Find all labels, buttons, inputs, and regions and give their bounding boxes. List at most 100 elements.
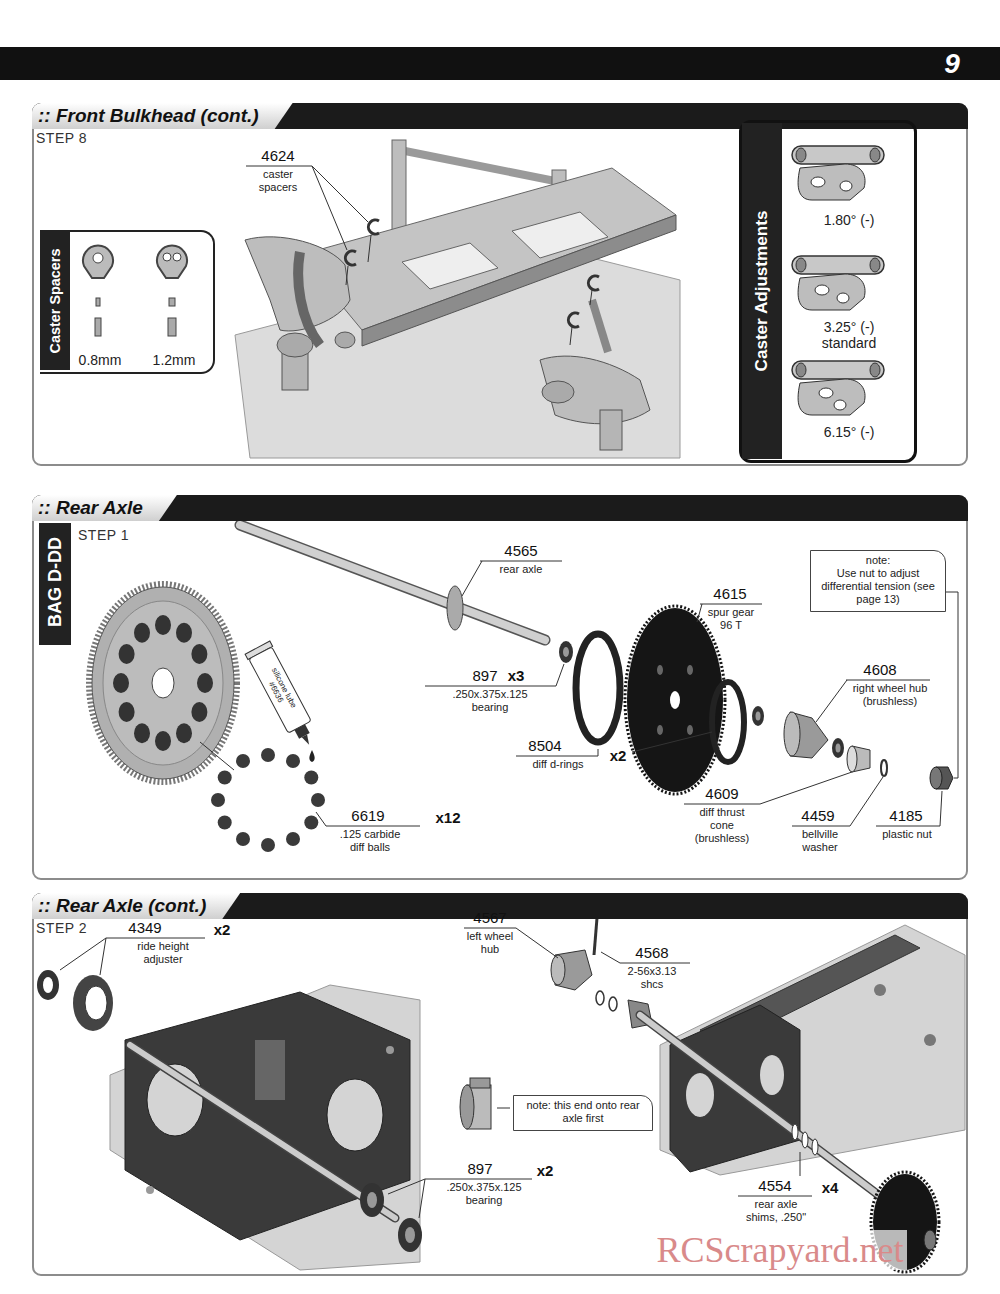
wheel-hub-figure [594, 918, 597, 955]
caster-block-figure [798, 379, 865, 415]
leader-line [316, 812, 420, 826]
rear-pod-figure [110, 985, 420, 1270]
caster-spacer-figure [83, 246, 113, 278]
callout-number: 4459 [793, 808, 843, 824]
leader-line [816, 680, 930, 722]
rear-pod-figure [255, 1040, 285, 1100]
note-box: note:Use nut to adjust differential tens… [810, 550, 946, 612]
leader-line [516, 732, 712, 756]
diff-balls-figure [236, 832, 250, 846]
rear-pod-figure [367, 1192, 377, 1208]
diff-parts-figure [687, 725, 693, 735]
caster-block-figure [834, 400, 846, 410]
front-chassis-illustration [235, 140, 680, 458]
diff-parts-figure [657, 725, 663, 735]
rear-pod-figure [327, 1079, 383, 1151]
part-name: diff thrust cone (brushless) [687, 806, 757, 845]
leader-line [388, 1179, 532, 1218]
part-name: .125 carbide diff balls [332, 828, 408, 854]
diff-parts-figure [836, 744, 841, 753]
diff-balls-figure [286, 754, 300, 768]
diff-parts-figure [670, 691, 680, 709]
caster-block-figure [792, 256, 884, 310]
caster-spacer-figure [173, 253, 181, 261]
caster-block-figure [870, 148, 880, 162]
leader-line [601, 952, 690, 963]
spur-gear-figure [113, 673, 129, 693]
lube-tube-figure [309, 750, 314, 762]
rear-pod-figure [37, 970, 59, 1000]
instruction-panel: :: Rear Axle (cont.)STEP 2note: this end… [32, 893, 968, 1276]
rear-chassis-figure [686, 1073, 714, 1117]
front-chassis-illustration [298, 252, 320, 345]
leader-line [316, 561, 958, 826]
callout-number: 4609 [692, 786, 752, 802]
callout-number: 4554 [750, 1178, 800, 1194]
callout-number: 4185 [881, 808, 931, 824]
lube-tube-figure [249, 647, 311, 733]
diff-parts-figure [784, 712, 800, 756]
bag-tab: BAG D-DD [39, 523, 71, 645]
diff-balls-figure [218, 771, 232, 785]
lube-tube-figure [245, 641, 321, 751]
caster-spacer-figure [157, 246, 187, 278]
quantity: x4 [818, 1180, 842, 1196]
part-name: 2-56x3.13 shcs [620, 965, 684, 991]
rear-pod-figure [146, 1186, 154, 1194]
quantity: x12 [431, 810, 465, 826]
rear-pod-figure [125, 992, 410, 1240]
rear-chassis-figure [874, 984, 886, 996]
page-header-bar [0, 47, 1000, 80]
quantity: x2 [209, 922, 235, 938]
caster-block-figure [792, 361, 884, 379]
diff-balls-figure [261, 838, 275, 852]
step-label: STEP 2 [36, 920, 87, 936]
diff-parts-figure [756, 712, 761, 721]
part-name: diff d-rings [513, 758, 603, 771]
spur-gear-figure [89, 584, 237, 782]
caster-block-figure [870, 258, 880, 272]
caster-spacer-figure [95, 318, 101, 336]
diff-parts-figure [752, 706, 764, 726]
part-name: .250x.375x.125 bearing [434, 1181, 534, 1207]
caster-angle: 6.15° (-) [786, 424, 912, 440]
spur-gear-figure [197, 673, 213, 693]
diff-parts-figure [563, 647, 569, 657]
wheel-hub-figure [596, 991, 604, 1005]
page-header-bar [0, 47, 1000, 80]
wheel-hub-figure [609, 997, 617, 1011]
wheel-hub-figure [460, 911, 617, 1129]
caster-block-figure [870, 363, 880, 377]
spur-gear-figure [200, 742, 234, 770]
front-chassis-illustration [402, 243, 498, 289]
leader-line [497, 1108, 510, 1109]
spacer-size: 1.2mm [143, 352, 205, 368]
rear-chassis-figure [812, 1139, 818, 1155]
diff-balls-figure [311, 793, 325, 807]
caster-spacers-box: Caster Spacers0.8mm1.2mm [40, 230, 215, 374]
rear-pod-figure [85, 986, 107, 1020]
diff-balls-figure [304, 816, 318, 830]
caster-angle: 3.25° (-) standard [809, 319, 889, 351]
caster-block-figure [840, 181, 852, 191]
caster-adjustments-box: Caster Adjustments1.80° (-)3.25° (-) sta… [739, 120, 917, 463]
caster-block-figure [792, 361, 884, 415]
caster-spacer-clip [345, 220, 599, 345]
instruction-panel: :: Front Bulkhead (cont.)STEP 8Caster Sp… [32, 103, 968, 466]
page-number: 9 [932, 48, 972, 80]
caster-spacer-clip [588, 276, 599, 290]
rear-pod-figure [386, 1046, 394, 1054]
spur-gear-figure [155, 731, 171, 751]
quantity: x3 [504, 668, 528, 684]
callout-number: 4615 [700, 586, 760, 602]
part-name: rear axle [481, 563, 561, 576]
tab-title: Caster Spacers [40, 232, 70, 370]
rear-chassis-figure [871, 1172, 939, 1272]
rear-chassis-figure [802, 1132, 808, 1148]
note-text: Use nut to adjust differential tension (… [817, 567, 939, 606]
part-name: ride height adjuster [123, 940, 203, 966]
caster-block-figure [815, 285, 829, 295]
front-chassis-illustration [512, 212, 608, 258]
